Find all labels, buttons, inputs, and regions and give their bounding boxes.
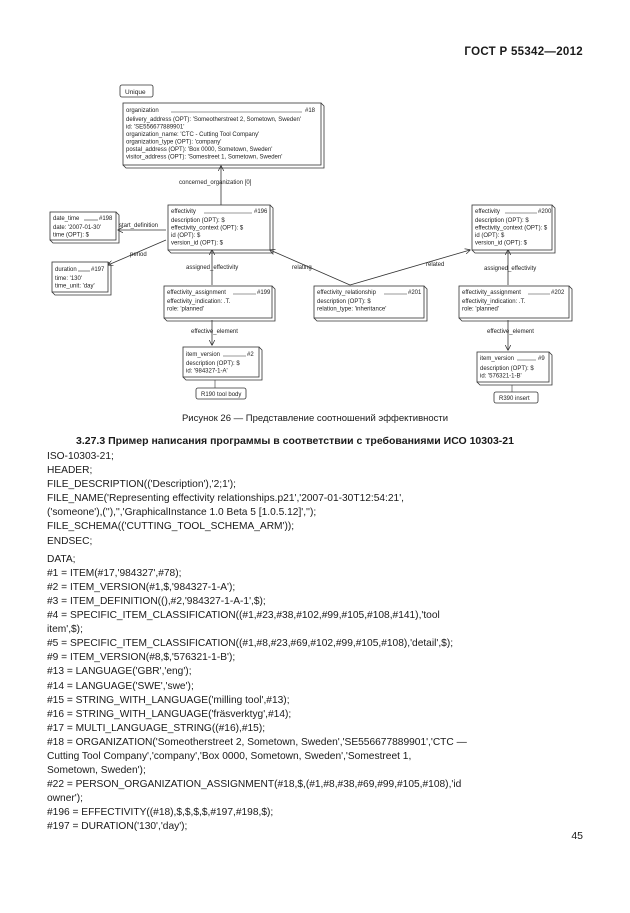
org-head: organization — [126, 108, 159, 114]
box-effectivity-200: effectivity #200 description (OPT): $ ef… — [471, 204, 556, 254]
box-effectivity-196: effectivity #196 description (OPT): $ ef… — [167, 204, 274, 254]
er201-lines: description (OPT): $ relation_type: 'inh… — [317, 299, 386, 313]
unique-label: Unique — [125, 89, 146, 96]
code-line: #14 = LANGUAGE('SWE','swe'); — [47, 680, 194, 692]
iv2-lines: description (OPT): $ id: '984327-1-A' — [186, 361, 241, 375]
duration-head: duration — [55, 267, 77, 273]
connectors — [108, 166, 508, 350]
datetime-num: #198 — [99, 216, 113, 222]
eff200-head: effectivity — [475, 209, 500, 215]
code-line: #4 = SPECIFIC_ITEM_CLASSIFICATION((#1,#2… — [47, 610, 440, 622]
ea199-head: effectivity_assignment — [167, 290, 226, 296]
code-line: owner'); — [47, 793, 83, 805]
iv2-head: item_version — [186, 352, 220, 358]
rel-period: period — [130, 252, 147, 258]
line-relating — [270, 250, 351, 286]
eff196-head: effectivity — [171, 209, 196, 215]
rel-assigned-left: assigned_effectivity — [186, 265, 238, 271]
box-item-version-9: item_version #9 description (OPT): $ id:… — [476, 351, 553, 386]
box-duration: duration #197 time: '130' time_unit: 'da… — [51, 261, 112, 296]
datetime-lines: date: '2007-01-30' time (OPT): $ — [53, 225, 103, 239]
code-line: DATA; — [47, 553, 76, 565]
org-num: #18 — [305, 108, 316, 114]
box-organization: organization #18 delivery_address (OPT):… — [122, 102, 325, 169]
code-line: Sometown, Sweden'); — [47, 765, 146, 777]
iv9-num: #9 — [538, 356, 545, 362]
rel-relating: relating — [292, 265, 312, 271]
code-line: #16 = STRING_WITH_LANGUAGE('fräsverktyg'… — [47, 708, 292, 720]
code-line: #17 = MULTI_LANGUAGE_STRING((#16),#15); — [47, 722, 266, 734]
effectivity-diagram: Unique concerned_organization [0] start_… — [49, 84, 573, 404]
datetime-head: date_time — [53, 216, 80, 222]
code-line: #1 = ITEM(#17,'984327',#78); — [47, 567, 182, 579]
ea202-head: effectivity_assignment — [462, 290, 521, 296]
page-number: 45 — [571, 830, 583, 842]
code-line: #22 = PERSON_ORGANIZATION_ASSIGNMENT(#18… — [47, 779, 462, 791]
code-line: ISO-10303-21; — [47, 451, 114, 462]
unique-label-box — [119, 84, 154, 98]
relation-labels: concerned_organization [0] start_definit… — [119, 180, 536, 335]
box-assignment-199: effectivity_assignment #199 effectivity_… — [163, 285, 276, 322]
code-line: FILE_SCHEMA(('CUTTING_TOOL_SCHEMA_ARM'))… — [47, 521, 295, 533]
ea199-num: #199 — [257, 290, 271, 296]
code-line: Cutting Tool Company','company','Box 000… — [47, 750, 412, 762]
rel-element-right: effective_element — [487, 329, 534, 335]
code-block-header: ISO-10303-21; HEADER; FILE_DESCRIPTION((… — [47, 450, 592, 549]
duration-lines: time: '130' time_unit: 'day' — [55, 276, 95, 290]
rel-element-left: effective_element — [191, 329, 238, 335]
code-line: item',$); — [47, 624, 83, 636]
code-line: #196 = EFFECTIVITY((#18),$,$,$,$,#197,#1… — [47, 807, 274, 819]
duration-num: #197 — [91, 267, 105, 273]
er201-head: effectivity_relationship — [317, 290, 377, 296]
eff200-num: #200 — [538, 209, 552, 215]
er201-num: #201 — [408, 290, 422, 296]
line-period — [108, 239, 167, 265]
section-heading: 3.27.3 Пример написания программы в соот… — [76, 435, 514, 447]
code-line: ('someone'),(''),'','GraphicalInstance 1… — [47, 507, 317, 519]
box-date-time: date_time #198 date: '2007-01-30' time (… — [49, 211, 120, 244]
standard-number: ГОСТ Р 55342—2012 — [464, 46, 583, 58]
rel-concerned: concerned_organization [0] — [179, 180, 252, 186]
iv2-num: #2 — [247, 352, 254, 358]
code-line: #9 = ITEM_VERSION(#8,$,'576321-1-B'); — [47, 652, 236, 664]
eff196-num: #196 — [254, 209, 268, 215]
ea202-lines: effectivity_indication: .T. role: 'plann… — [462, 299, 527, 313]
code-line: FILE_DESCRIPTION(('Description'),'2;1'); — [47, 479, 236, 491]
code-block-data: DATA; #1 = ITEM(#17,'984327',#78); #2 = … — [47, 553, 592, 835]
rel-assigned-right: assigned_effectivity — [484, 266, 536, 272]
iv9-lines: description (OPT): $ id: '576321-1-B' — [480, 366, 535, 380]
tag-right: R390 insert — [499, 396, 530, 402]
code-line: #15 = STRING_WITH_LANGUAGE('milling tool… — [47, 694, 290, 706]
tag-left-box — [195, 387, 247, 400]
eff200-lines: description (OPT): $ effectivity_context… — [475, 218, 549, 247]
org-lines: delivery_address (OPT): 'Someotherstreet… — [126, 117, 303, 161]
ea202-num: #202 — [551, 290, 565, 296]
box-relationship-201: effectivity_relationship #201 descriptio… — [313, 285, 428, 322]
code-listing: ISO-10303-21; HEADER; FILE_DESCRIPTION((… — [47, 450, 592, 835]
code-line: ENDSEC; — [47, 535, 93, 547]
code-line: #5 = SPECIFIC_ITEM_CLASSIFICATION((#1,#8… — [47, 638, 454, 650]
iv9-head: item_version — [480, 356, 514, 362]
box-item-version-2: item_version #2 description (OPT): $ id:… — [182, 346, 263, 381]
figure-caption: Рисунок 26 — Представление соотношений э… — [181, 413, 449, 424]
line-related — [349, 250, 470, 286]
code-line: HEADER; — [47, 465, 93, 477]
tag-left: R190 tool body — [201, 392, 241, 398]
code-line: #197 = DURATION('130','day'); — [47, 821, 188, 833]
box-assignment-202: effectivity_assignment #202 effectivity_… — [458, 285, 573, 322]
ea199-lines: effectivity_indication: .T. role: 'plann… — [167, 299, 232, 313]
code-line: #18 = ORGANIZATION('Someotherstreet 2, S… — [47, 736, 467, 748]
tag-right-box — [493, 391, 539, 404]
rel-start: start_definition — [119, 223, 158, 229]
code-line: #2 = ITEM_VERSION(#1,$,'984327-1-A'); — [47, 581, 236, 593]
eff196-lines: description (OPT): $ effectivity_context… — [171, 218, 245, 247]
code-line: FILE_NAME('Representing effectivity rela… — [47, 493, 404, 505]
code-line: #13 = LANGUAGE('GBR','eng'); — [47, 666, 192, 678]
rel-related: related — [426, 262, 444, 268]
code-line: #3 = ITEM_DEFINITION((),#2,'984327-1-A-1… — [47, 595, 266, 607]
